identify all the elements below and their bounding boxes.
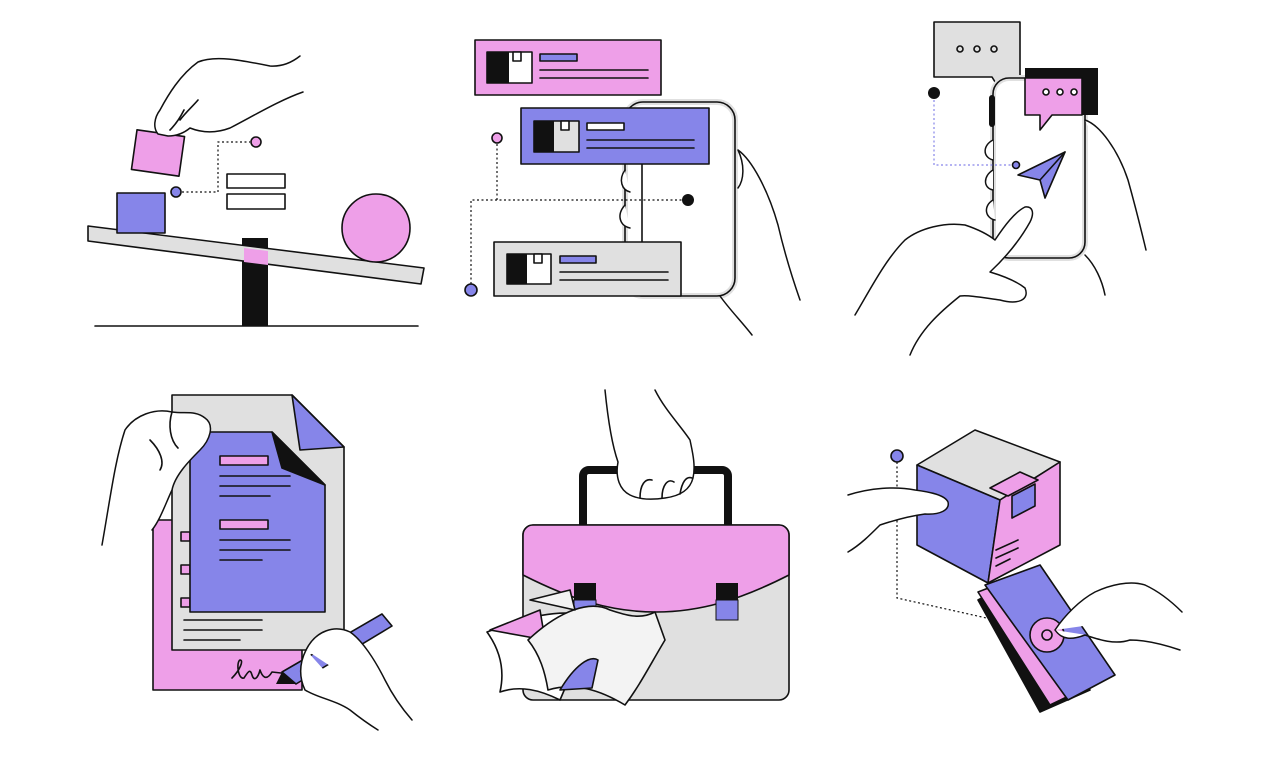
node-dot xyxy=(491,132,503,144)
node-dot xyxy=(682,194,694,206)
hand-icon xyxy=(604,389,695,500)
card-gray xyxy=(493,241,682,297)
phone-cards-illustration xyxy=(464,39,801,336)
label-box xyxy=(226,193,286,210)
label-box xyxy=(226,173,286,189)
fulcrum-band xyxy=(244,248,268,265)
node-dot xyxy=(928,87,940,99)
message-bubble-icon xyxy=(1024,77,1083,131)
node-dot xyxy=(250,136,262,148)
seesaw-illustration xyxy=(87,55,425,327)
node-dot xyxy=(464,283,478,297)
connector-line xyxy=(182,141,250,193)
paper-sheet xyxy=(527,605,666,706)
pink-ball xyxy=(341,193,411,263)
hand-icon xyxy=(854,206,1034,356)
briefcase-illustration xyxy=(486,389,790,706)
pink-block xyxy=(130,129,186,177)
hand-icon xyxy=(154,55,304,137)
card-pink xyxy=(474,39,662,96)
package-illustration xyxy=(847,429,1183,713)
hand-icon xyxy=(847,487,949,553)
connector-line xyxy=(470,199,497,284)
node-dot xyxy=(890,449,904,463)
node-dot xyxy=(170,186,182,198)
box-tape xyxy=(1011,483,1036,519)
hand-icon xyxy=(719,149,801,336)
hand-icon xyxy=(101,410,212,546)
purple-block xyxy=(116,192,166,234)
document-signing-illustration xyxy=(101,394,413,731)
messaging-illustration xyxy=(854,21,1147,356)
card-purple xyxy=(520,107,710,165)
signature xyxy=(231,659,291,680)
paper-plane-icon xyxy=(1017,151,1066,199)
